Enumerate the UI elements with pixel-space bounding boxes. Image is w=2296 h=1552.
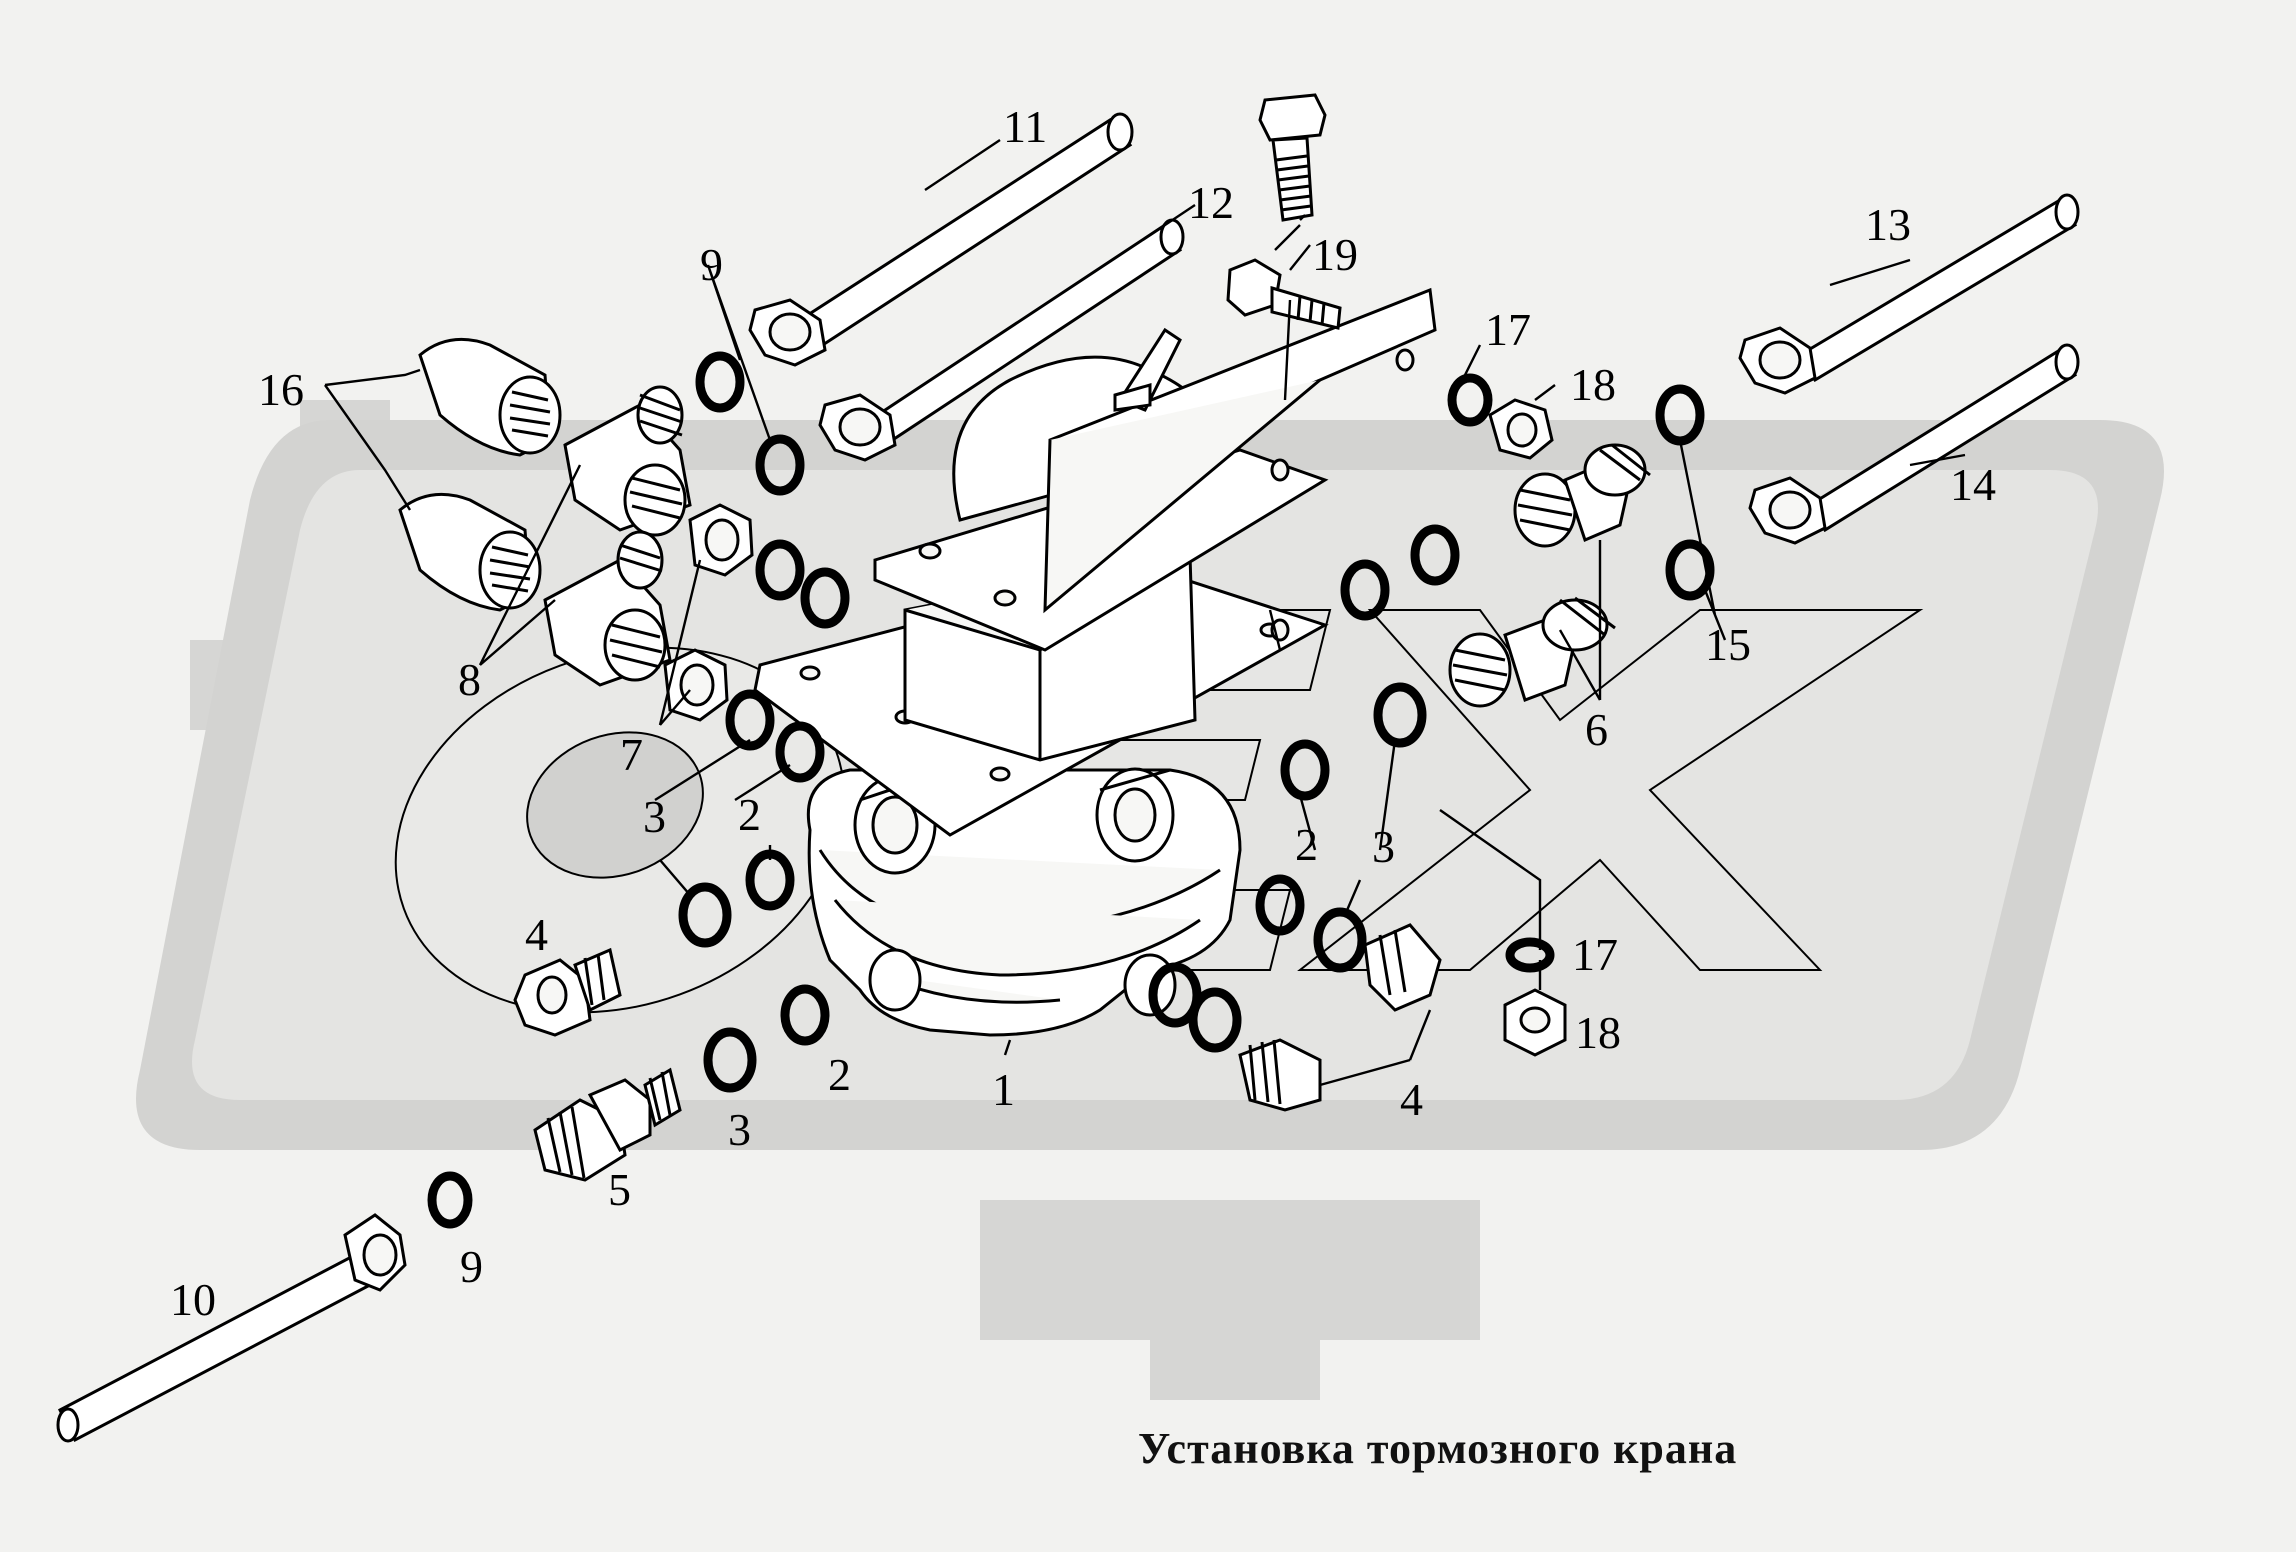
callout-12: 12 bbox=[1188, 177, 1234, 228]
ring-2-bottom bbox=[780, 984, 830, 1046]
callout-9-lower: 9 bbox=[460, 1241, 483, 1292]
mounting-bracket bbox=[753, 287, 1437, 837]
callout-9-upper: 9 bbox=[700, 239, 723, 290]
callout-4-left: 4 bbox=[525, 909, 548, 960]
callout-15: 15 bbox=[1705, 619, 1751, 670]
ring-15-lower bbox=[1665, 539, 1715, 601]
ring-9-lower bbox=[755, 434, 805, 496]
callout-8: 8 bbox=[458, 654, 481, 705]
nut-18 bbox=[1488, 398, 1567, 1057]
callout-3-upper: 3 bbox=[643, 791, 666, 842]
callout-2-upper: 2 bbox=[738, 789, 761, 840]
callout-1: 1 bbox=[992, 1064, 1015, 1115]
ring-2-right bbox=[1280, 739, 1330, 801]
callout-13: 13 bbox=[1865, 199, 1911, 250]
ring-right-bottom-a bbox=[1148, 962, 1202, 1028]
callout-3-right: 3 bbox=[1372, 821, 1395, 872]
callout-3-lower: 3 bbox=[728, 1104, 751, 1155]
fitting-5 bbox=[533, 1067, 682, 1182]
ring-3-right-lower bbox=[1313, 907, 1367, 973]
ring-3-left bbox=[725, 689, 775, 751]
plug-4 bbox=[513, 923, 1442, 1112]
callout-10: 10 bbox=[170, 1274, 216, 1325]
callout-18-lower: 18 bbox=[1575, 1007, 1621, 1058]
callout-19: 19 bbox=[1312, 229, 1358, 280]
ring-3-right bbox=[1373, 682, 1427, 748]
callout-7: 7 bbox=[620, 729, 643, 780]
callout-18-upper: 18 bbox=[1570, 359, 1616, 410]
bolt-19 bbox=[1226, 93, 1342, 330]
callout-6: 6 bbox=[1585, 704, 1608, 755]
diagram-caption: Установка тормозного крана bbox=[1138, 1424, 1738, 1473]
ring-9-upper bbox=[695, 351, 745, 413]
callout-4-right: 4 bbox=[1400, 1074, 1423, 1125]
ring-right-b bbox=[1410, 524, 1460, 586]
callout-2-lower: 2 bbox=[828, 1049, 851, 1100]
tube-12 bbox=[818, 218, 1185, 462]
tube-13 bbox=[1738, 193, 2080, 395]
sealing-rings bbox=[427, 351, 1715, 1229]
ring-9-bottom bbox=[427, 1171, 473, 1229]
ring-right-bottom-b bbox=[1188, 987, 1242, 1053]
ring-2-right-lower bbox=[1255, 874, 1305, 936]
callout-5: 5 bbox=[608, 1164, 631, 1215]
fitting-8 bbox=[543, 385, 692, 687]
ring-right-a bbox=[1340, 559, 1390, 621]
callout-17-upper: 17 bbox=[1485, 304, 1531, 355]
leader-lines bbox=[324, 139, 1966, 1087]
callout-16: 16 bbox=[258, 364, 304, 415]
callout-2-right: 2 bbox=[1295, 819, 1318, 870]
washer-17-lower bbox=[1505, 937, 1555, 973]
ring-2-left bbox=[775, 721, 825, 783]
adapter-6 bbox=[1448, 443, 1651, 708]
washer-17-upper bbox=[1447, 373, 1493, 427]
ring-3-lower bbox=[678, 882, 732, 948]
callout-14: 14 bbox=[1950, 459, 1996, 510]
ring-3-bottom bbox=[703, 1027, 757, 1093]
tube-14 bbox=[1748, 343, 2080, 545]
callout-11: 11 bbox=[1003, 101, 1047, 152]
connector-cap-16 bbox=[398, 337, 562, 612]
tube-10 bbox=[56, 1213, 407, 1443]
callout-labels: 11 12 19 17 18 13 14 15 6 9 16 8 7 2 3 4… bbox=[170, 101, 1996, 1325]
tube-11 bbox=[748, 112, 1134, 367]
ring-upper-left-a bbox=[755, 539, 805, 601]
ring-upper-left-b bbox=[800, 567, 850, 629]
brake-valve-body bbox=[806, 767, 1242, 1037]
callout-17-lower: 17 bbox=[1572, 929, 1618, 980]
